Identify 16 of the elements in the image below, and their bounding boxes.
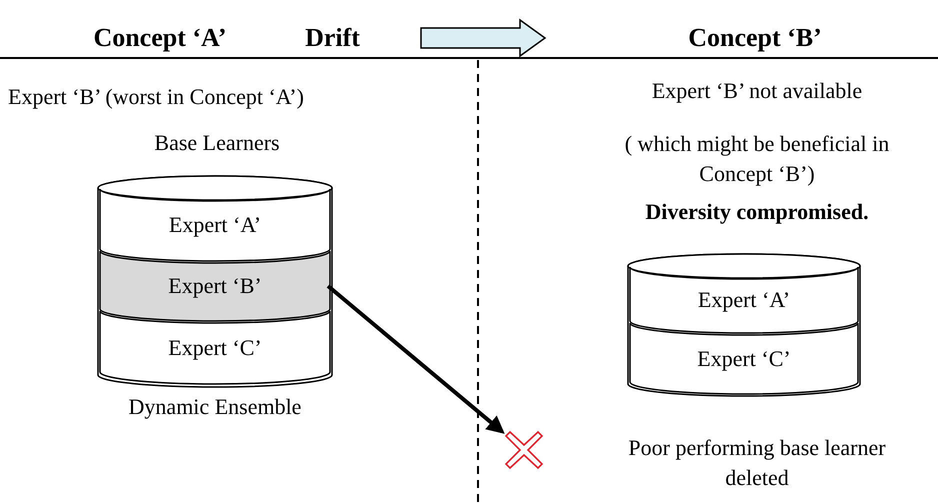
node-caption: Base Learners — [153, 128, 281, 157]
heading-label: Concept ‘B’ — [687, 22, 823, 54]
band-label: Expert ‘C’ — [168, 336, 262, 358]
note-text: Poor performing base learner deleted — [627, 434, 887, 492]
arrow — [326, 284, 505, 434]
band-label: Expert ‘C’ — [697, 348, 791, 370]
note-text: Expert ‘B’ not available — [650, 77, 864, 106]
heading-label: Drift — [304, 22, 361, 54]
note-text: Expert ‘B’ (worst in Concept ‘A’) — [8, 83, 305, 112]
heading-label: Concept ‘A’ — [92, 22, 228, 54]
band-label: Expert ‘A’ — [168, 214, 262, 236]
note-text: ( which might be beneficial in Concept ‘B’) — [624, 130, 890, 188]
band-label: Expert ‘A’ — [698, 289, 790, 311]
band-label: Expert ‘B’ — [168, 275, 262, 297]
note-text: Diversity compromised. — [644, 198, 870, 226]
node-caption: Dynamic Ensemble — [128, 392, 302, 421]
